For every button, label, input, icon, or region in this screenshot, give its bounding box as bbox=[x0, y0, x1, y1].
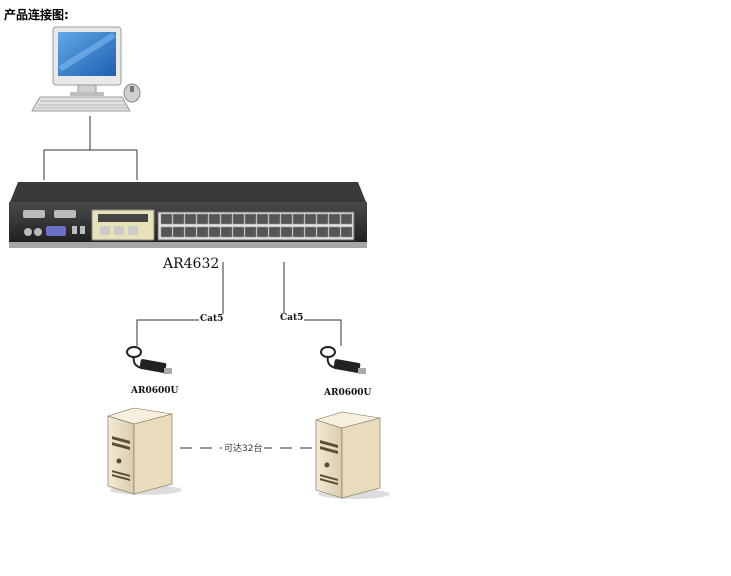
page-heading: 产品连接图: bbox=[4, 8, 69, 22]
server-count-label: 可达32台 bbox=[222, 441, 265, 454]
kvm-switch-icon bbox=[9, 182, 367, 248]
usb-adapter-icon bbox=[320, 346, 366, 374]
switch-model-label: AR4632 bbox=[163, 256, 220, 272]
tower-server-icon bbox=[314, 411, 390, 499]
adapter-label-left: AR0600U bbox=[131, 386, 179, 396]
left-cable-line bbox=[136, 262, 224, 346]
usb-adapter-icon bbox=[126, 346, 172, 374]
desktop-computer-icon bbox=[31, 26, 141, 112]
cable-label-left: Cat5 bbox=[199, 314, 225, 324]
tower-server-icon bbox=[106, 407, 182, 495]
cable-label-right: Cat5 bbox=[279, 313, 305, 323]
right-cable-line bbox=[283, 262, 342, 346]
adapter-label-right: AR0600U bbox=[324, 388, 372, 398]
